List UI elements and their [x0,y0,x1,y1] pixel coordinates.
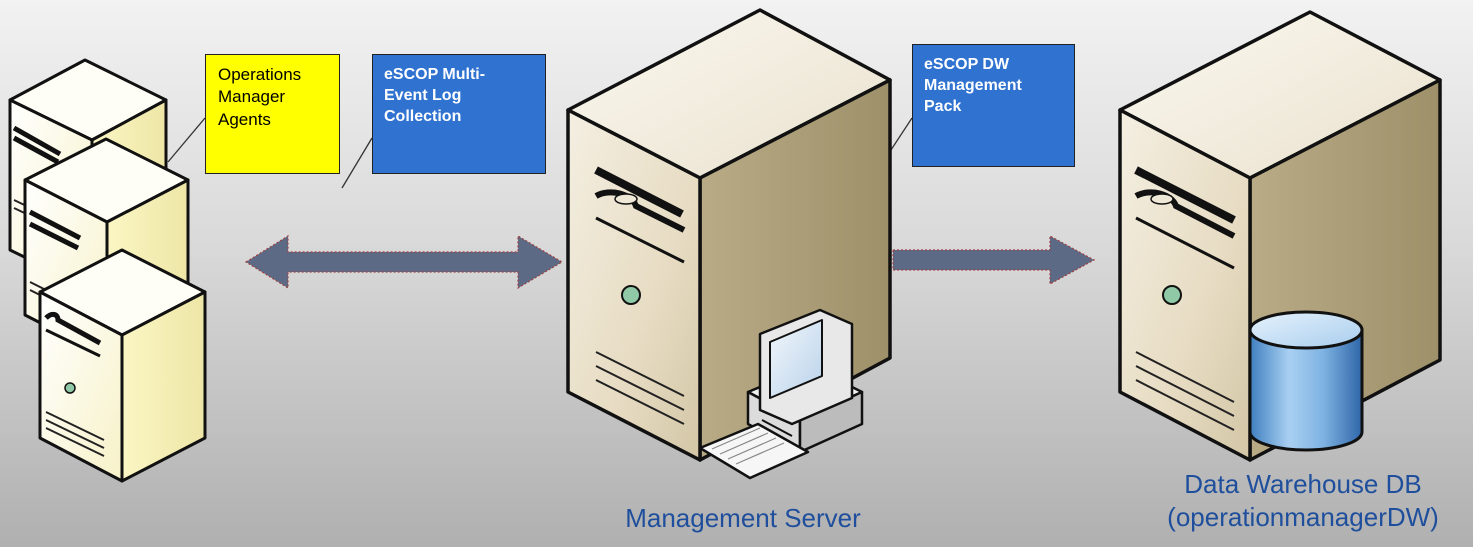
callout-line: Event Log [384,87,462,105]
callout-line: Agents [218,109,271,129]
management-server-caption: Management Server [578,502,908,535]
callout-leader-line [167,117,206,163]
callout-line: Collection [384,108,462,126]
right-arrow-icon [892,234,1096,286]
workstation-icon [698,308,864,480]
operations-manager-agents-callout: Operations Manager Agents [205,54,340,174]
callout-leader-line [341,137,373,189]
callout-line: eSCOP Multi- [384,66,486,83]
callout-line: Pack [924,98,962,116]
data-warehouse-label: Data Warehouse DB [1184,469,1422,499]
agent-server-icon [38,248,207,483]
escop-multi-event-log-collection-callout: eSCOP Multi- Event Log Collection [372,54,546,174]
escop-dw-management-pack-callout: eSCOP DW Management Pack [912,44,1075,167]
data-warehouse-db-name: (operationmanagerDW) [1167,501,1439,532]
callout-line: eSCOP DW [924,56,1010,73]
data-warehouse-caption: Data Warehouse DB (operationmanagerDW) [1138,468,1468,534]
callout-line: Manager [218,87,286,107]
management-server-label: Management Server [625,503,861,533]
database-cylinder-icon [1248,310,1364,452]
callout-line: Operations [218,65,302,84]
double-arrow-icon [244,234,564,290]
callout-line: Management [924,77,1022,95]
